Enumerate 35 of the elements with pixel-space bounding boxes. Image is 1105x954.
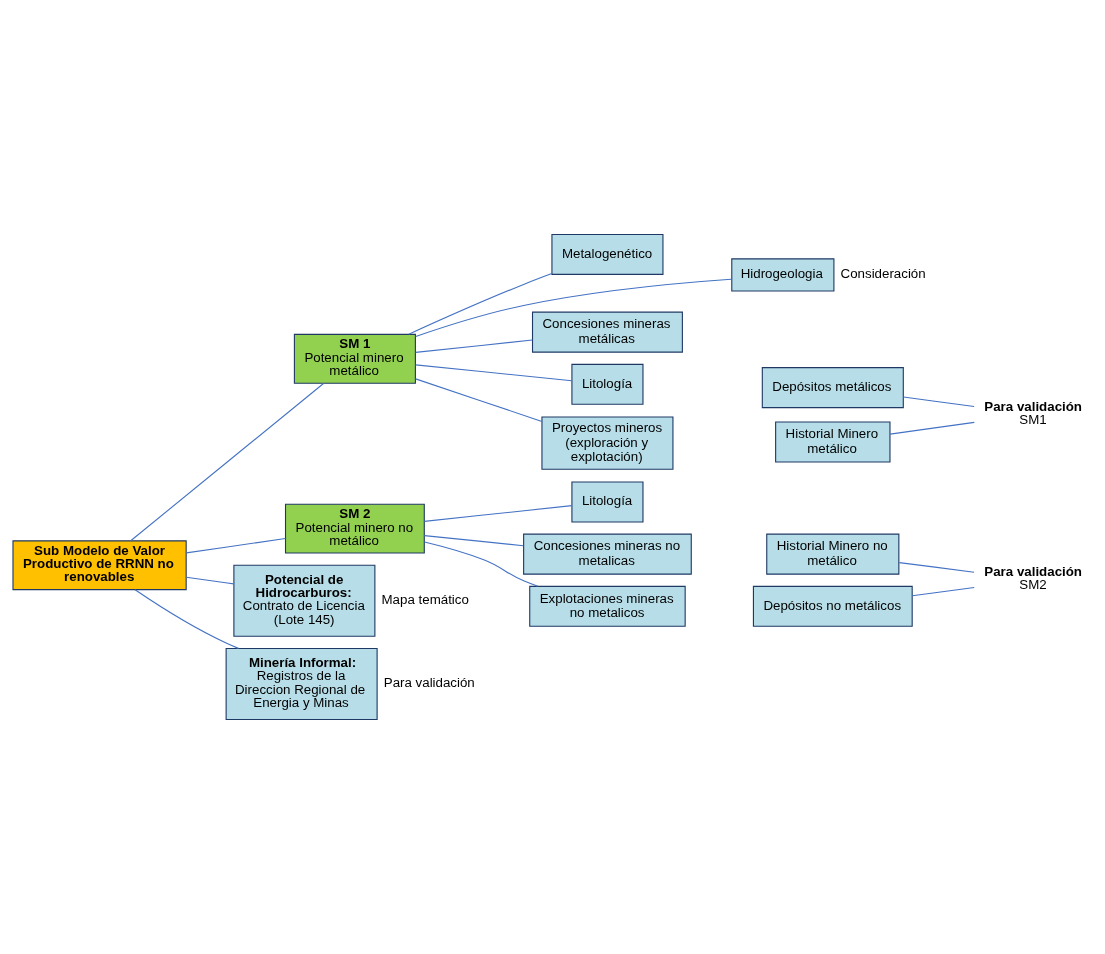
node-label: Consideración <box>840 266 926 282</box>
connector <box>423 505 573 522</box>
connector <box>415 378 543 422</box>
node-box: Proyectos mineros (exploración y explotación) <box>541 416 674 470</box>
connector <box>424 541 539 587</box>
connector <box>898 562 975 573</box>
node-box: Explotaciones mineras no metalicos <box>529 585 686 627</box>
connector <box>415 339 533 353</box>
connector <box>415 364 573 382</box>
connector <box>134 589 239 649</box>
node-text: Para validación SM1 <box>984 398 1083 427</box>
connector <box>185 576 235 585</box>
node-label: Mapa temático <box>381 592 469 608</box>
node-box: Historial Minero no metálico <box>766 533 900 575</box>
connector <box>902 396 975 408</box>
node-box: SM 2 Potencial minero no metálico <box>284 503 425 554</box>
connector <box>889 421 975 435</box>
connector <box>130 382 325 542</box>
node-box: Depósitos no metálicos <box>752 585 913 627</box>
connector <box>408 273 553 335</box>
node-box: SM 1 Potencial minero metálico <box>293 333 416 384</box>
node-label: Para validación <box>383 675 475 691</box>
connector <box>911 586 975 597</box>
node-box: Depósitos metálicos <box>761 367 904 409</box>
node-box: Concesiones mineras no metalicas <box>523 533 692 575</box>
node-box: Litología <box>571 363 644 405</box>
node-box: Historial Minero metálico <box>775 421 891 463</box>
node-box: Sub Modelo de Valor Productivo de RRNN no renovables <box>12 540 187 591</box>
node-text: Para validación SM2 <box>984 563 1083 593</box>
connector <box>185 537 286 554</box>
connector <box>423 535 524 547</box>
node-box: Litología <box>571 481 644 523</box>
node-box: Metalogenético <box>551 233 664 275</box>
connector <box>415 278 732 338</box>
node-box: Concesiones mineras metálicas <box>531 311 683 353</box>
